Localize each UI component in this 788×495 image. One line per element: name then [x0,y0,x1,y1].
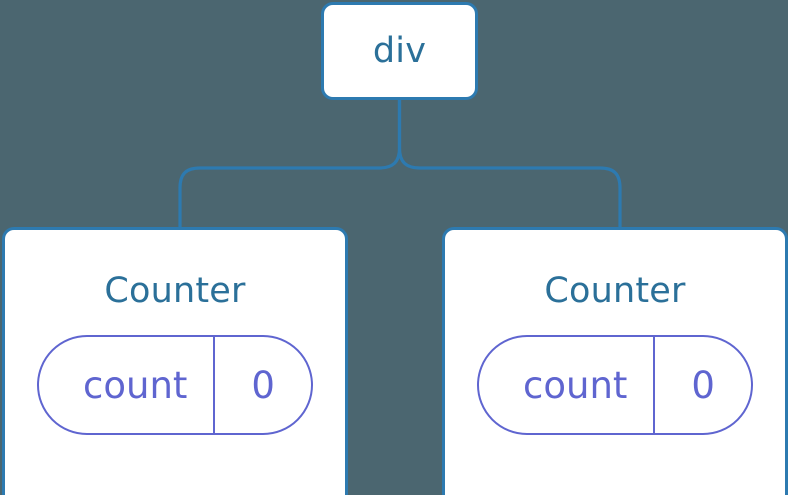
state-key-right: count [523,363,628,407]
state-key-left: count [83,363,188,407]
node-counter-left-label: Counter [104,271,246,311]
edge-root-to-right-counter [397,100,622,228]
state-value-left: 0 [213,337,311,433]
state-value-right: 0 [653,337,751,433]
node-counter-right-label: Counter [544,271,686,311]
node-div[interactable]: div [321,2,478,100]
node-div-label: div [372,30,427,71]
state-pill-right[interactable]: count 0 [477,335,753,435]
state-pill-left[interactable]: count 0 [37,335,313,435]
node-counter-right[interactable]: Counter count 0 [442,227,788,495]
edge-root-to-left-counter [178,100,402,228]
node-counter-left[interactable]: Counter count 0 [2,227,348,495]
